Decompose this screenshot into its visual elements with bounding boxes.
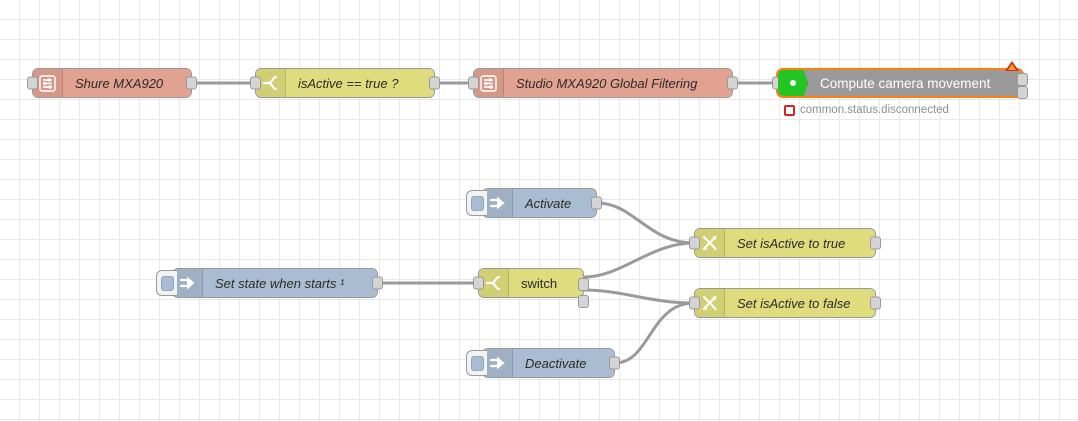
input-port[interactable]	[27, 76, 38, 90]
node-compute-camera-movement[interactable]: Compute camera movement common.status.di…	[772, 61, 1028, 116]
inject-arrow-icon	[483, 189, 513, 217]
sliders-icon	[33, 69, 63, 97]
node-activate[interactable]: Activate	[466, 188, 602, 218]
node-label: Deactivate	[525, 355, 587, 371]
input-port[interactable]	[689, 296, 700, 310]
sliders-icon	[474, 69, 504, 97]
node-is-active-true[interactable]: isActive == true ?	[250, 68, 440, 98]
switch-icon	[256, 69, 286, 97]
output-port-2[interactable]	[1017, 86, 1028, 99]
link-activate-to-settrue[interactable]	[595, 201, 696, 245]
switch-icon	[479, 269, 509, 297]
inject-trigger-button[interactable]	[466, 350, 487, 376]
node-label: isActive == true ?	[298, 75, 399, 91]
inject-trigger-button[interactable]	[156, 270, 177, 296]
output-port[interactable]	[372, 276, 383, 290]
node-label: Set state when starts ¹	[215, 275, 345, 291]
node-label: Set isActive to false	[737, 295, 851, 311]
output-port-1[interactable]	[578, 278, 589, 291]
node-deactivate[interactable]: Deactivate	[466, 348, 620, 378]
output-port[interactable]	[186, 76, 197, 90]
output-port[interactable]	[870, 296, 881, 310]
status-text: common.status.disconnected	[800, 104, 949, 116]
input-port[interactable]	[473, 276, 484, 290]
output-port[interactable]	[591, 196, 602, 210]
status-badge: common.status.disconnected	[784, 104, 949, 116]
link-deactivate-to-setfalse[interactable]	[613, 301, 696, 365]
node-label: Studio MXA920 Global Filtering	[516, 75, 698, 91]
change-swap-icon	[695, 229, 725, 257]
hexagon-dot-icon	[778, 70, 808, 96]
node-set-state-when-starts[interactable]: Set state when starts ¹	[156, 268, 383, 298]
node-label: Set isActive to true	[737, 235, 846, 251]
node-label: Compute camera movement	[820, 75, 991, 91]
node-studio-mxa920-global-filtering[interactable]: Studio MXA920 Global Filtering	[468, 68, 738, 98]
node-label: Shure MXA920	[75, 75, 164, 91]
link-switch0-to-settrue[interactable]	[582, 241, 696, 279]
node-switch[interactable]: switch	[473, 268, 589, 308]
input-port[interactable]	[468, 76, 479, 90]
output-port[interactable]	[870, 236, 881, 250]
inject-trigger-button[interactable]	[466, 190, 487, 216]
node-shure-mxa920[interactable]: Shure MXA920	[27, 68, 197, 98]
node-label: Activate	[525, 195, 572, 211]
output-port[interactable]	[727, 76, 738, 90]
output-port[interactable]	[609, 356, 620, 370]
link-switch1-to-setfalse[interactable]	[582, 288, 696, 305]
node-set-isactive-true[interactable]: Set isActive to true	[689, 228, 881, 258]
ring-icon	[784, 104, 795, 116]
changed-indicator-icon	[1005, 61, 1019, 71]
change-swap-icon	[695, 289, 725, 317]
node-label: switch	[521, 275, 558, 291]
output-port[interactable]	[429, 76, 440, 90]
output-port-1[interactable]	[1017, 73, 1028, 86]
output-port-2[interactable]	[578, 295, 589, 308]
node-set-isactive-false[interactable]: Set isActive to false	[689, 288, 881, 318]
input-port[interactable]	[250, 76, 261, 90]
input-port[interactable]	[689, 236, 700, 250]
inject-arrow-icon	[173, 269, 203, 297]
inject-arrow-icon	[483, 349, 513, 377]
